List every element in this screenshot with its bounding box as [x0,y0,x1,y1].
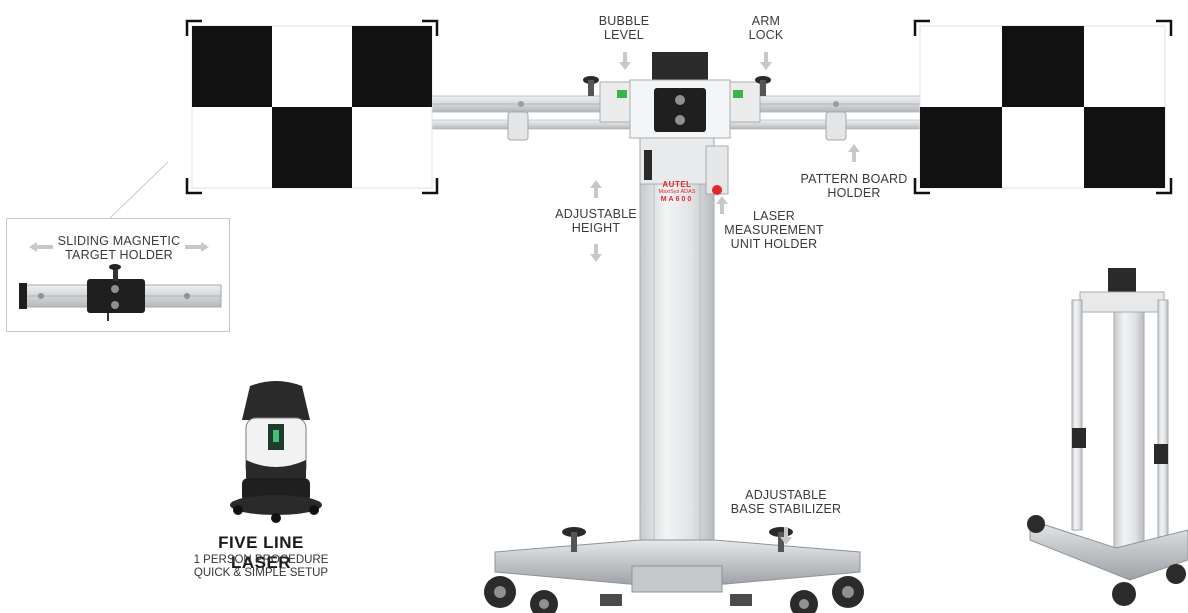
label-laser-measurement: LASER MEASUREMENT UNIT HOLDER [724,209,824,251]
label-arm-lock: ARM LOCK [748,14,784,42]
left-pattern-target [185,19,439,195]
arrow-down-icon [780,527,792,545]
laser-title: FIVE LINE LASER [218,533,304,572]
five-line-laser-device [230,381,322,523]
label-adjustable-height: ADJUSTABLE HEIGHT [555,207,637,235]
sliding-holder-image [19,264,222,321]
label-pattern-board-holder: PATTERN BOARD HOLDER [800,172,908,200]
brand-name: AUTEL [662,180,692,189]
arrow-left-icon [29,242,53,252]
brand-model-line: MaxiSys ADAS [658,189,696,195]
label-base-stabilizer: ADJUSTABLE BASE STABILIZER [730,488,842,516]
laser-subtitle: 1 PERSON PROCEDURE QUICK & SIMPLE SETUP [193,554,329,579]
base-stabilizer-frame [484,527,864,613]
brand-model: MA600 [660,196,694,203]
arrow-up-icon [590,180,602,198]
brand-plate: AUTEL MaxiSys ADAS MA600 [654,180,700,203]
sliding-holder-inset: SLIDING MAGNETIC TARGET HOLDER [6,218,230,332]
arrow-down-icon [590,244,602,262]
right-pattern-target [913,19,1173,195]
center-head [583,52,771,139]
arrow-right-icon [185,242,209,252]
label-sliding-magnetic: SLIDING MAGNETIC TARGET HOLDER [57,234,181,262]
arrow-up-icon [848,144,860,162]
label-bubble-level: BUBBLE LEVEL [598,14,650,42]
side-view-stand [1027,268,1188,606]
arrow-down-icon [619,52,631,70]
inset-leader-line [109,161,169,219]
vertical-column [639,137,729,569]
arrow-up-icon [716,196,728,214]
arrow-down-icon [760,52,772,70]
